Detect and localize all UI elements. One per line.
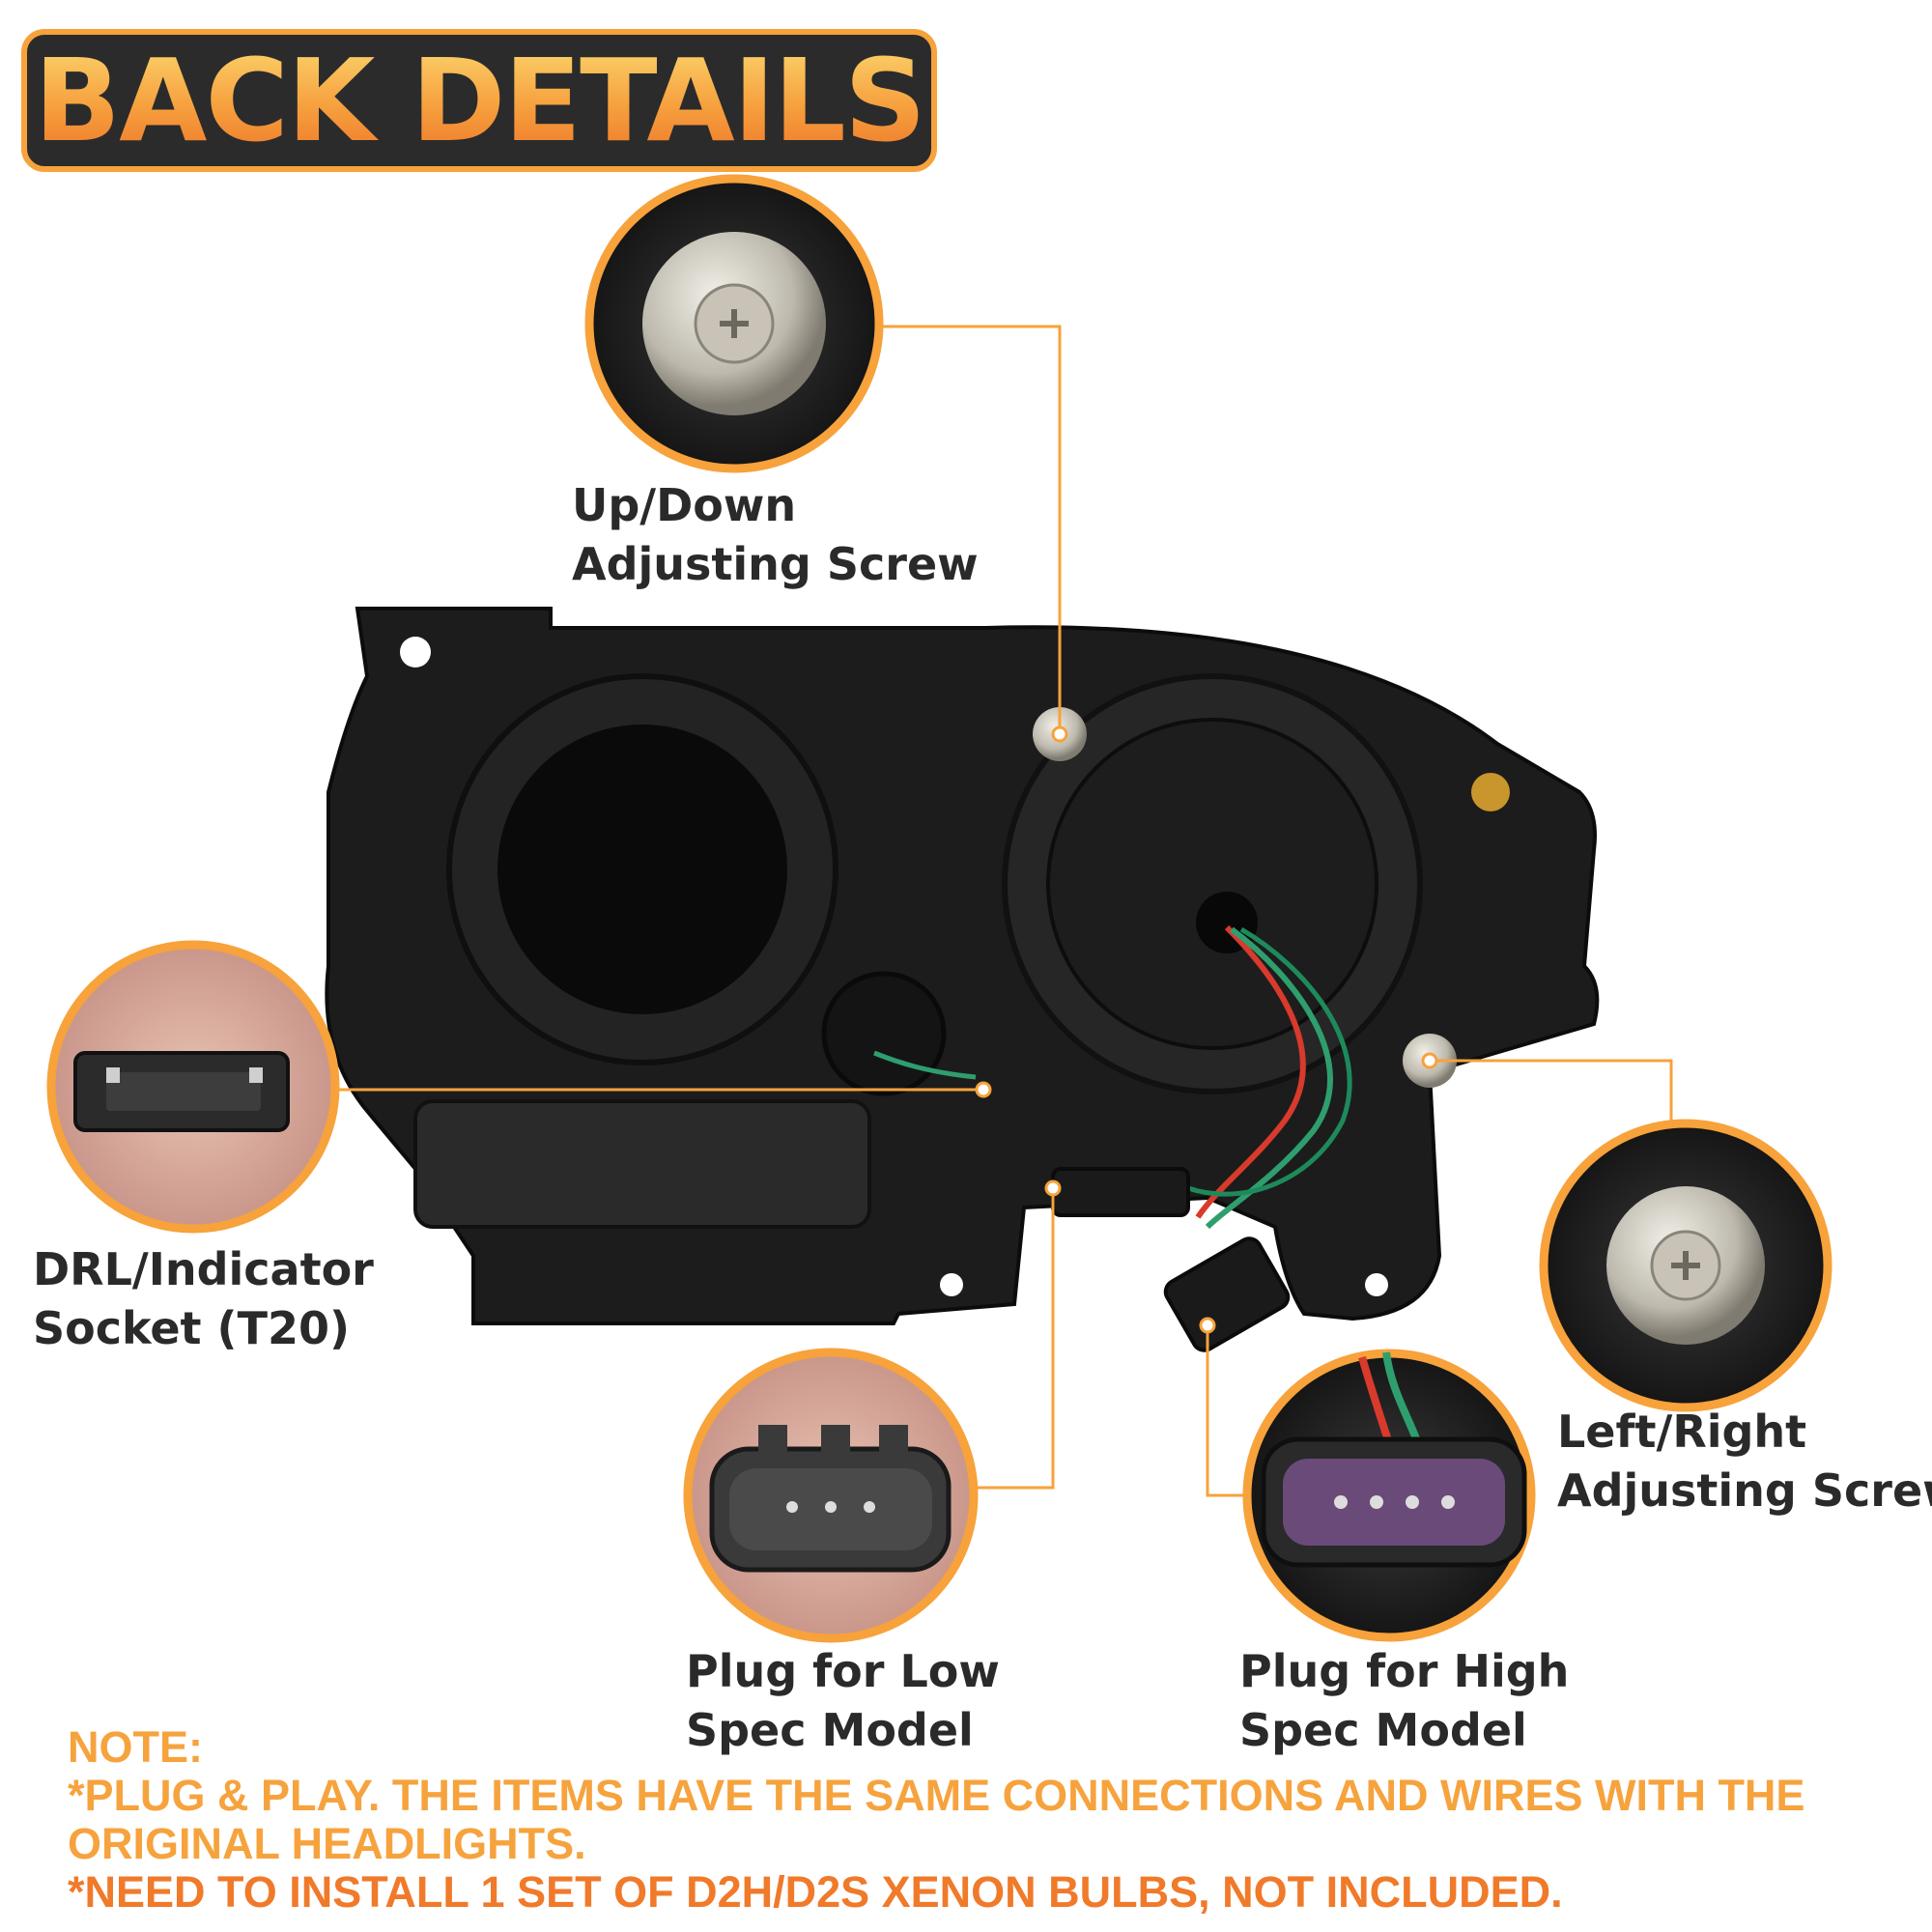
headlight-housing (325, 607, 1600, 1352)
drl-socket-label: DRL/Indicator Socket (T20) (33, 1243, 374, 1354)
high-plug-callout-line (1206, 1325, 1246, 1497)
note-line-1: *PLUG & PLAY. THE ITEMS HAVE THE SAME CO… (68, 1771, 1805, 1820)
page-title: BACK DETAILS (34, 34, 926, 167)
high-plug-label: Plug for High Spec Model (1239, 1645, 1570, 1756)
note-line-3: *NEED TO INSTALL 1 SET OF D2H/D2S XENON … (68, 1867, 1563, 1917)
plug-3pin-icon (683, 1348, 979, 1643)
low-plug-label: Plug for Low Spec Model (686, 1645, 1000, 1756)
title-banner: BACK DETAILS (21, 29, 937, 172)
up-down-callout-line (874, 325, 1062, 734)
up-down-screw-label: Up/Down Adjusting Screw (572, 479, 979, 590)
note-line-2: ORIGINAL HEADLIGHTS. (68, 1819, 586, 1868)
socket-icon (46, 940, 340, 1234)
note-heading: NOTE: (68, 1722, 203, 1772)
low-plug-callout-line (952, 1188, 1055, 1490)
plug-4pin-icon (1242, 1349, 1536, 1642)
screw-icon (1539, 1119, 1833, 1412)
note-block: NOTE: *PLUG & PLAY. THE ITEMS HAVE THE S… (68, 1723, 1903, 1917)
left-right-screw-label: Left/Right Adjusting Screw (1557, 1406, 1932, 1517)
screw-icon (584, 174, 884, 473)
